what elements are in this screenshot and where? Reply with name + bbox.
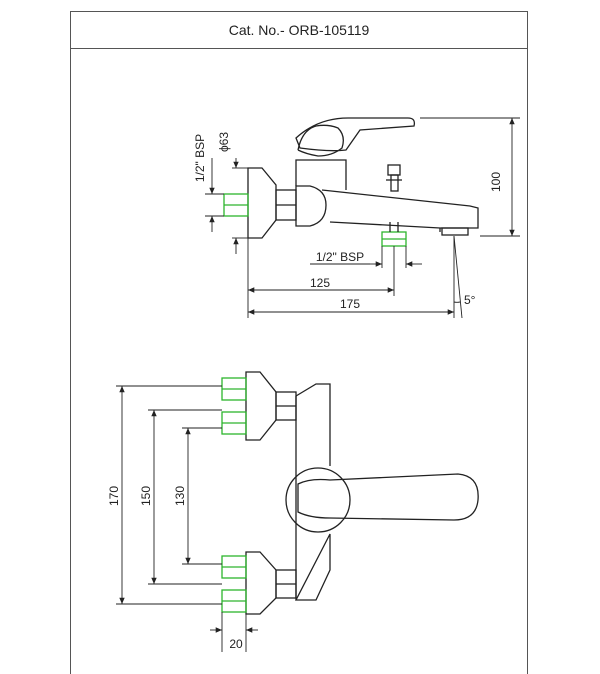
- catalog-number: Cat. No.- ORB-105119: [228, 22, 370, 38]
- front-view-labels: 170 150 130 20: [107, 486, 243, 651]
- drawing-frame: Cat. No.- ORB-105119: [70, 11, 528, 674]
- handle-disc: [285, 467, 351, 533]
- dim-150: 150: [139, 486, 153, 506]
- handle-lever: [295, 117, 416, 152]
- front-view: [221, 371, 479, 615]
- front-body: [295, 383, 331, 466]
- spout-aerator: [441, 227, 469, 236]
- side-view-labels: 100 1/2" BSP ϕ63 1/2" BSP 125 175 5°: [193, 132, 503, 311]
- lower-flange: [245, 551, 277, 615]
- dim-outlet-thread: 1/2" BSP: [316, 250, 364, 264]
- upper-flange: [245, 371, 277, 441]
- front-handle-lever: [297, 473, 479, 521]
- spout: [321, 189, 479, 229]
- front-view-dimensions: [116, 385, 258, 652]
- dim-130: 130: [173, 486, 187, 506]
- dim-diameter: ϕ63: [217, 132, 231, 152]
- diverter-knob: [387, 164, 401, 176]
- dim-125: 125: [310, 276, 330, 290]
- dim-inlet-thread: 1/2" BSP: [193, 134, 207, 182]
- dim-20: 20: [229, 637, 243, 651]
- title-block: Cat. No.- ORB-105119: [71, 12, 527, 49]
- dim-170: 170: [107, 486, 121, 506]
- dim-angle: 5°: [464, 293, 476, 307]
- cartridge-housing: [295, 159, 347, 190]
- dim-100: 100: [489, 172, 503, 192]
- dim-175: 175: [340, 297, 360, 311]
- side-view-dimensions: [205, 117, 520, 319]
- wall-flange: [247, 167, 277, 239]
- side-view: [223, 117, 479, 247]
- mixer-body: [295, 185, 327, 227]
